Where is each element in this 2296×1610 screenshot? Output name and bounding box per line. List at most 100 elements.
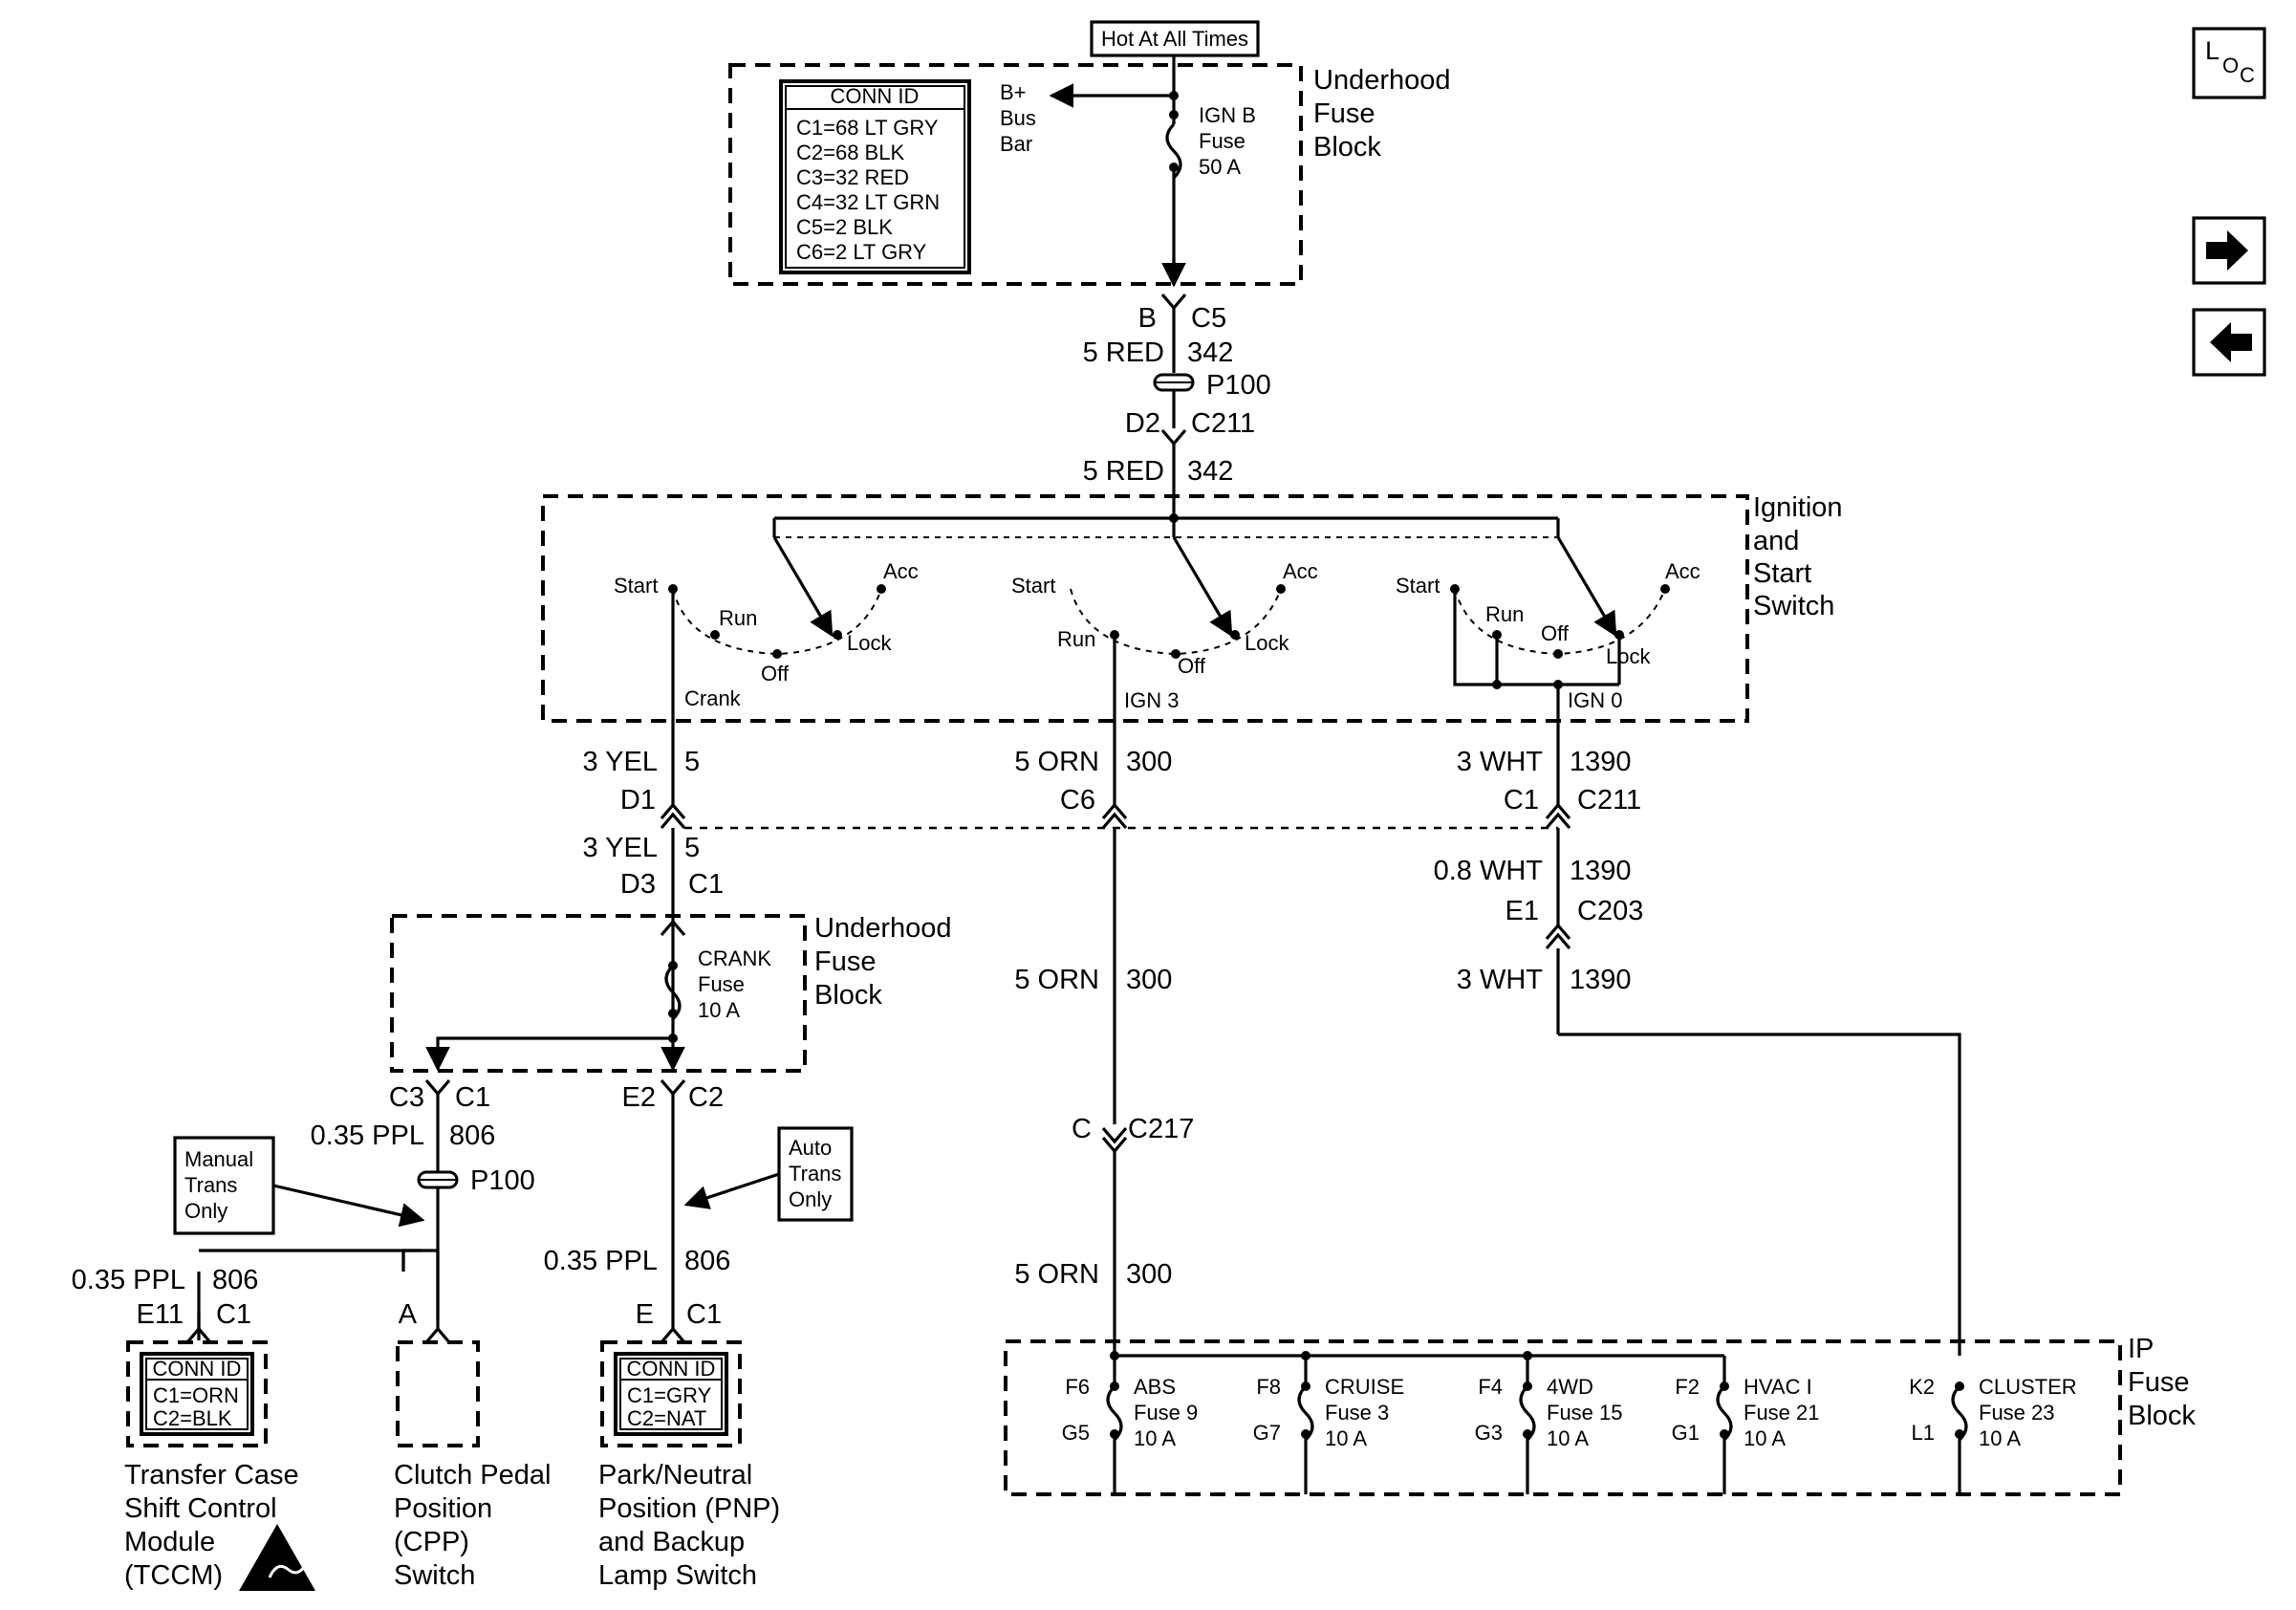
connector-c5-symbol	[1160, 293, 1187, 311]
fuse-abs-in: F6	[1065, 1375, 1090, 1399]
fuse-abs-out: G5	[1062, 1421, 1090, 1445]
next-page-button[interactable]	[2192, 216, 2266, 285]
pin-d1: D1	[620, 785, 656, 816]
pnp-name-3: and Backup	[598, 1527, 745, 1557]
bus-label-2: Bus	[1000, 106, 1036, 130]
switch3-acc: Acc	[1665, 559, 1700, 583]
switch3-lock: Lock	[1606, 644, 1651, 668]
esd-warning-icon	[239, 1524, 315, 1591]
ign3-wire1-circuit: 300	[1126, 747, 1172, 777]
crank-fuse-label-3: 10 A	[698, 998, 740, 1022]
ip-block-title-3: Block	[2128, 1401, 2196, 1431]
pnp-conn-row: C2=NAT	[627, 1406, 706, 1430]
connector-c1-left: C1	[455, 1082, 490, 1113]
ppl2-size: 0.35 PPL	[72, 1265, 185, 1295]
switch-section-ign3: Start Run Off Lock Acc IGN 3	[1011, 536, 1318, 721]
tccm-name-3: Module	[124, 1527, 215, 1557]
switch1-output-crank: Crank	[684, 686, 742, 710]
crank-block-title-1: Underhood	[814, 913, 952, 944]
fuse-abs-amps: 10 A	[1134, 1426, 1176, 1450]
fuse-cruise-in: F8	[1256, 1375, 1281, 1399]
switch2-off: Off	[1178, 654, 1206, 678]
tccm-name-4: (TCCM)	[124, 1560, 223, 1591]
fuse-4wd-out: G3	[1475, 1421, 1503, 1445]
ignition-title-3: Start	[1753, 558, 1811, 589]
ip-fuse-4wd: F4 G3 4WD Fuse 15 10 A	[1475, 1356, 1623, 1494]
cpp-name-4: Switch	[394, 1560, 475, 1591]
auto-note-3: Only	[789, 1187, 832, 1211]
connector-c217: C217	[1128, 1114, 1194, 1144]
crank-wire2-size: 3 YEL	[583, 833, 658, 863]
ign-b-fuse-symbol	[1165, 122, 1182, 180]
pin-c1-ign0: C1	[1504, 785, 1539, 816]
underhood-top-title-1: Underhood	[1313, 65, 1451, 96]
fuse-4wd-number: Fuse 15	[1547, 1401, 1623, 1425]
pin-e: E	[636, 1299, 654, 1330]
fuse-cluster-out: L1	[1912, 1421, 1935, 1445]
arrow-right-icon	[2206, 230, 2248, 271]
crank-fuse-label-2: Fuse	[698, 972, 745, 996]
connector-c2-symbol	[660, 1078, 686, 1097]
fuse-abs-name: ABS	[1134, 1375, 1176, 1399]
switch3-output-ign0: IGN 0	[1568, 688, 1622, 712]
conn-id-title: CONN ID	[831, 84, 920, 108]
previous-page-button[interactable]	[2192, 308, 2266, 377]
switch3-start: Start	[1396, 574, 1440, 598]
fuse-cruise-number: Fuse 3	[1325, 1401, 1389, 1425]
switch-section-crank: Start Run Off Lock Acc Crank	[614, 536, 919, 721]
hot-at-all-times-box	[1090, 20, 1260, 57]
bus-label-3: Bar	[1000, 132, 1032, 156]
auto-note-1: Auto	[789, 1136, 832, 1160]
cpp-name-2: Position	[394, 1493, 492, 1524]
fuse-cruise-out: G7	[1253, 1421, 1281, 1445]
pnp-switch	[600, 1340, 742, 1447]
wire-circuit-342: 342	[1187, 337, 1233, 368]
location-button[interactable]: L O C	[2192, 27, 2266, 99]
wire-circuit-342-2: 342	[1187, 456, 1233, 487]
switch2-output-ign3: IGN 3	[1124, 688, 1179, 712]
fuse-hvac-in: F2	[1675, 1375, 1700, 1399]
fuse-cluster-name: CLUSTER	[1979, 1375, 2077, 1399]
wire-size-5-red: 5 RED	[1083, 337, 1164, 368]
pnp-name-2: Position (PNP)	[598, 1493, 780, 1524]
pin-e1: E1	[1505, 896, 1539, 926]
switch2-acc: Acc	[1283, 559, 1318, 583]
conn-id-row: C4=32 LT GRN	[796, 190, 940, 214]
conn-id-table	[779, 79, 971, 274]
ign-b-fuse-label-3: 50 A	[1199, 155, 1241, 179]
conn-id-row: C3=32 RED	[796, 165, 909, 189]
crank-fuse-symbol	[664, 964, 682, 1021]
switch2-lock: Lock	[1245, 631, 1289, 655]
ign0-wire1-size: 3 WHT	[1457, 747, 1544, 777]
fuse-hvac-name: HVAC I	[1744, 1375, 1812, 1399]
ign3-wire2-size: 5 ORN	[1014, 965, 1099, 995]
pin-d3: D3	[620, 869, 656, 900]
connector-c1-pnp: C1	[686, 1299, 722, 1330]
conn-id-row: C6=2 LT GRY	[796, 240, 927, 264]
ign3-wire1-size: 5 ORN	[1014, 747, 1099, 777]
pnp-conn-row: C1=GRY	[627, 1383, 712, 1407]
connector-c211-symbol	[1160, 428, 1187, 446]
pnp-conn-title: CONN ID	[627, 1357, 716, 1381]
switch2-run: Run	[1057, 627, 1095, 651]
underhood-fuse-block-crank	[390, 914, 807, 1073]
ppl3-size: 0.35 PPL	[544, 1246, 658, 1276]
fuse-cluster-amps: 10 A	[1979, 1426, 2021, 1450]
pin-e11: E11	[137, 1299, 184, 1330]
manual-note-3: Only	[184, 1199, 227, 1223]
ppl3-circuit: 806	[684, 1246, 730, 1276]
ppl2-circuit: 806	[212, 1265, 258, 1295]
switch-section-ign0: Start Run Off Lock Acc IGN 0	[1396, 536, 1700, 721]
cpp-name-3: (CPP)	[394, 1527, 469, 1557]
fuse-4wd-in: F4	[1478, 1375, 1503, 1399]
connector-c211: C211	[1191, 408, 1255, 439]
fuse-cruise-name: CRUISE	[1325, 1375, 1404, 1399]
pin-b: B	[1138, 303, 1157, 334]
splice-p100-lower-label: P100	[470, 1165, 535, 1196]
pnp-name-1: Park/Neutral	[598, 1460, 752, 1490]
underhood-top-title-2: Fuse	[1313, 98, 1375, 129]
pin-c3: C3	[389, 1082, 424, 1113]
ignition-title-2: and	[1753, 526, 1799, 556]
tccm-conn-title: CONN ID	[153, 1357, 242, 1381]
